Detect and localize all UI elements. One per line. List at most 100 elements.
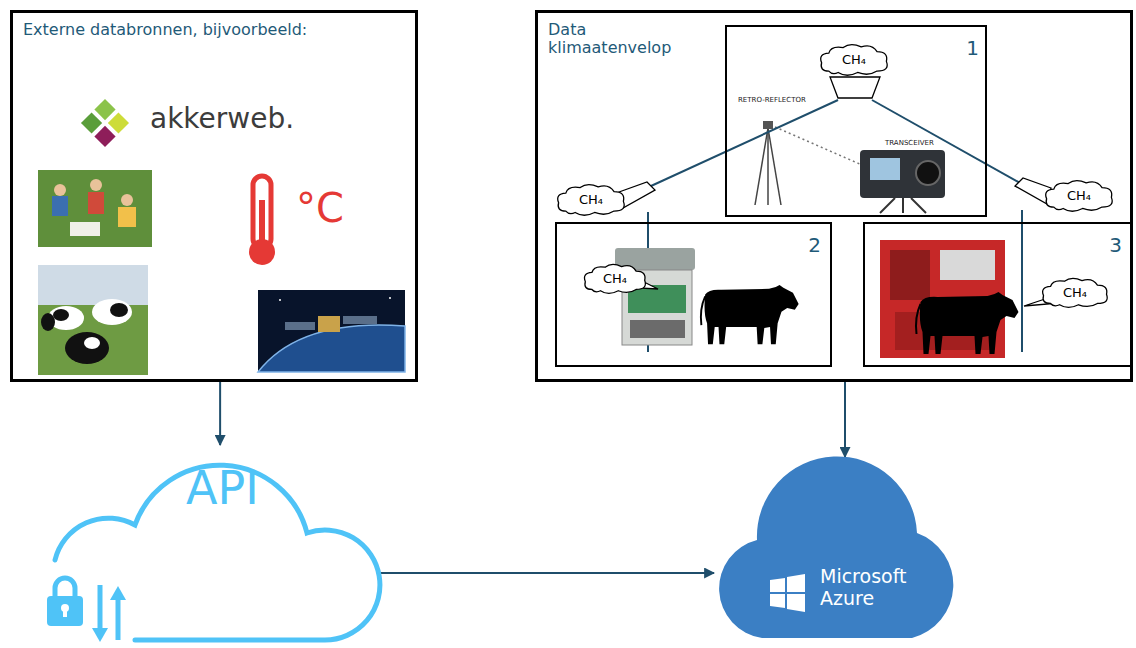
methane-cloud-shape	[555, 180, 655, 220]
methane-cloud-shape	[1015, 176, 1115, 216]
methane-cloud: CH₄	[582, 262, 660, 298]
callout-number: 1	[966, 37, 979, 60]
logo-wordmark: akkerweb.	[150, 104, 294, 135]
logo-tile	[94, 99, 115, 120]
cow-photo	[38, 265, 148, 305]
photo-detail	[65, 332, 109, 364]
tripod	[755, 128, 768, 205]
robot-detail	[890, 250, 930, 300]
lock-icon	[63, 608, 67, 617]
windows-logo	[770, 594, 785, 608]
field-photo	[38, 170, 152, 247]
part-label: RETRO-REFLECTOR	[738, 97, 806, 105]
logo-tile	[81, 112, 102, 133]
thermometer-icon	[259, 200, 265, 245]
photo-detail	[318, 316, 340, 332]
methane-cloud: CH₄	[1040, 276, 1112, 316]
photo-detail	[84, 337, 100, 349]
gas-label: CH₄	[842, 53, 866, 68]
lock-icon	[47, 596, 83, 626]
thermometer-icon	[253, 176, 271, 248]
part-label: TRANSCEIVER	[885, 140, 934, 148]
photo-detail	[389, 297, 391, 299]
connector	[219, 382, 221, 445]
tripod	[767, 128, 769, 205]
transceiver-device	[860, 150, 945, 198]
logo-tile	[108, 112, 129, 133]
photo-detail	[70, 222, 100, 236]
photo-detail	[258, 325, 405, 372]
methane-cloud: CH₄	[1015, 176, 1115, 216]
cow-silhouette	[916, 292, 1019, 354]
cloud-outline	[821, 45, 887, 76]
transceiver-screen	[870, 158, 900, 180]
cloud-outline	[558, 185, 624, 216]
connector	[844, 382, 846, 457]
methane-cloud-shape	[818, 42, 890, 100]
feeder-trough	[630, 320, 685, 338]
service-label: API	[186, 462, 259, 515]
lock-icon	[55, 578, 75, 598]
unit-symbol: °C	[296, 186, 344, 230]
photo-detail	[118, 207, 136, 227]
azure-cloud-shape	[712, 438, 967, 643]
retro-reflector	[763, 121, 773, 129]
transceiver-lens	[916, 161, 940, 185]
tripod	[880, 198, 895, 213]
photo-detail	[279, 299, 281, 301]
service-label: Microsoft Azure	[820, 566, 955, 610]
logo-tile	[94, 126, 115, 147]
photo-detail	[52, 196, 68, 216]
photo-detail	[343, 316, 377, 324]
callout-number: 2	[808, 234, 821, 257]
photo-detail	[121, 194, 133, 206]
transfer-icon	[92, 628, 108, 642]
gas-label: CH₄	[579, 193, 603, 208]
photo-detail	[53, 309, 69, 321]
laser-beam	[775, 127, 862, 165]
satellite-photo	[258, 290, 405, 372]
method-box: 2CH₄	[555, 222, 832, 367]
tripod	[911, 198, 926, 213]
sample-line	[1021, 210, 1023, 352]
photo-detail	[110, 303, 128, 317]
windows-logo	[787, 594, 805, 612]
windows-logo	[770, 578, 785, 592]
cloud-fill	[719, 456, 953, 638]
thermometer-icon	[249, 239, 275, 265]
photo-detail	[88, 192, 104, 214]
cow-silhouette	[701, 285, 799, 344]
cloud-outline	[1043, 278, 1108, 307]
panel-heading: Data klimaatenvelop	[548, 21, 688, 58]
photo-detail	[92, 299, 132, 325]
cloud-outline	[1046, 181, 1112, 212]
measurement-panel: Data klimaatenvelop1CH₄CH₄CH₄2CH₄3CH₄	[535, 10, 1133, 382]
cloud-outline	[584, 264, 645, 293]
tripod	[902, 198, 904, 213]
transfer-icon	[98, 585, 103, 630]
photo-detail	[90, 179, 102, 191]
funnel-shape	[830, 77, 880, 98]
photo-detail	[41, 313, 55, 331]
azure-cloud: Microsoft Azure	[712, 438, 967, 643]
gas-label: CH₄	[1067, 189, 1091, 204]
connector	[379, 572, 714, 574]
windows-logo	[787, 574, 805, 592]
source-panel: Externe databronnen, bijvoorbeeld:	[10, 10, 418, 382]
methane-cloud: CH₄	[818, 42, 890, 100]
panel-heading: Externe databronnen, bijvoorbeeld:	[23, 21, 307, 39]
transfer-icon	[116, 598, 121, 640]
transfer-icon	[110, 586, 126, 600]
connector	[651, 100, 838, 186]
tripod	[768, 128, 781, 205]
gas-label: CH₄	[603, 272, 627, 287]
callout-number: 3	[1109, 234, 1122, 257]
method-box: 1CH₄	[725, 25, 987, 217]
connector	[872, 100, 1019, 182]
photo-detail	[285, 322, 315, 330]
method-box: 3CH₄	[863, 222, 1133, 367]
photo-detail	[54, 184, 66, 196]
